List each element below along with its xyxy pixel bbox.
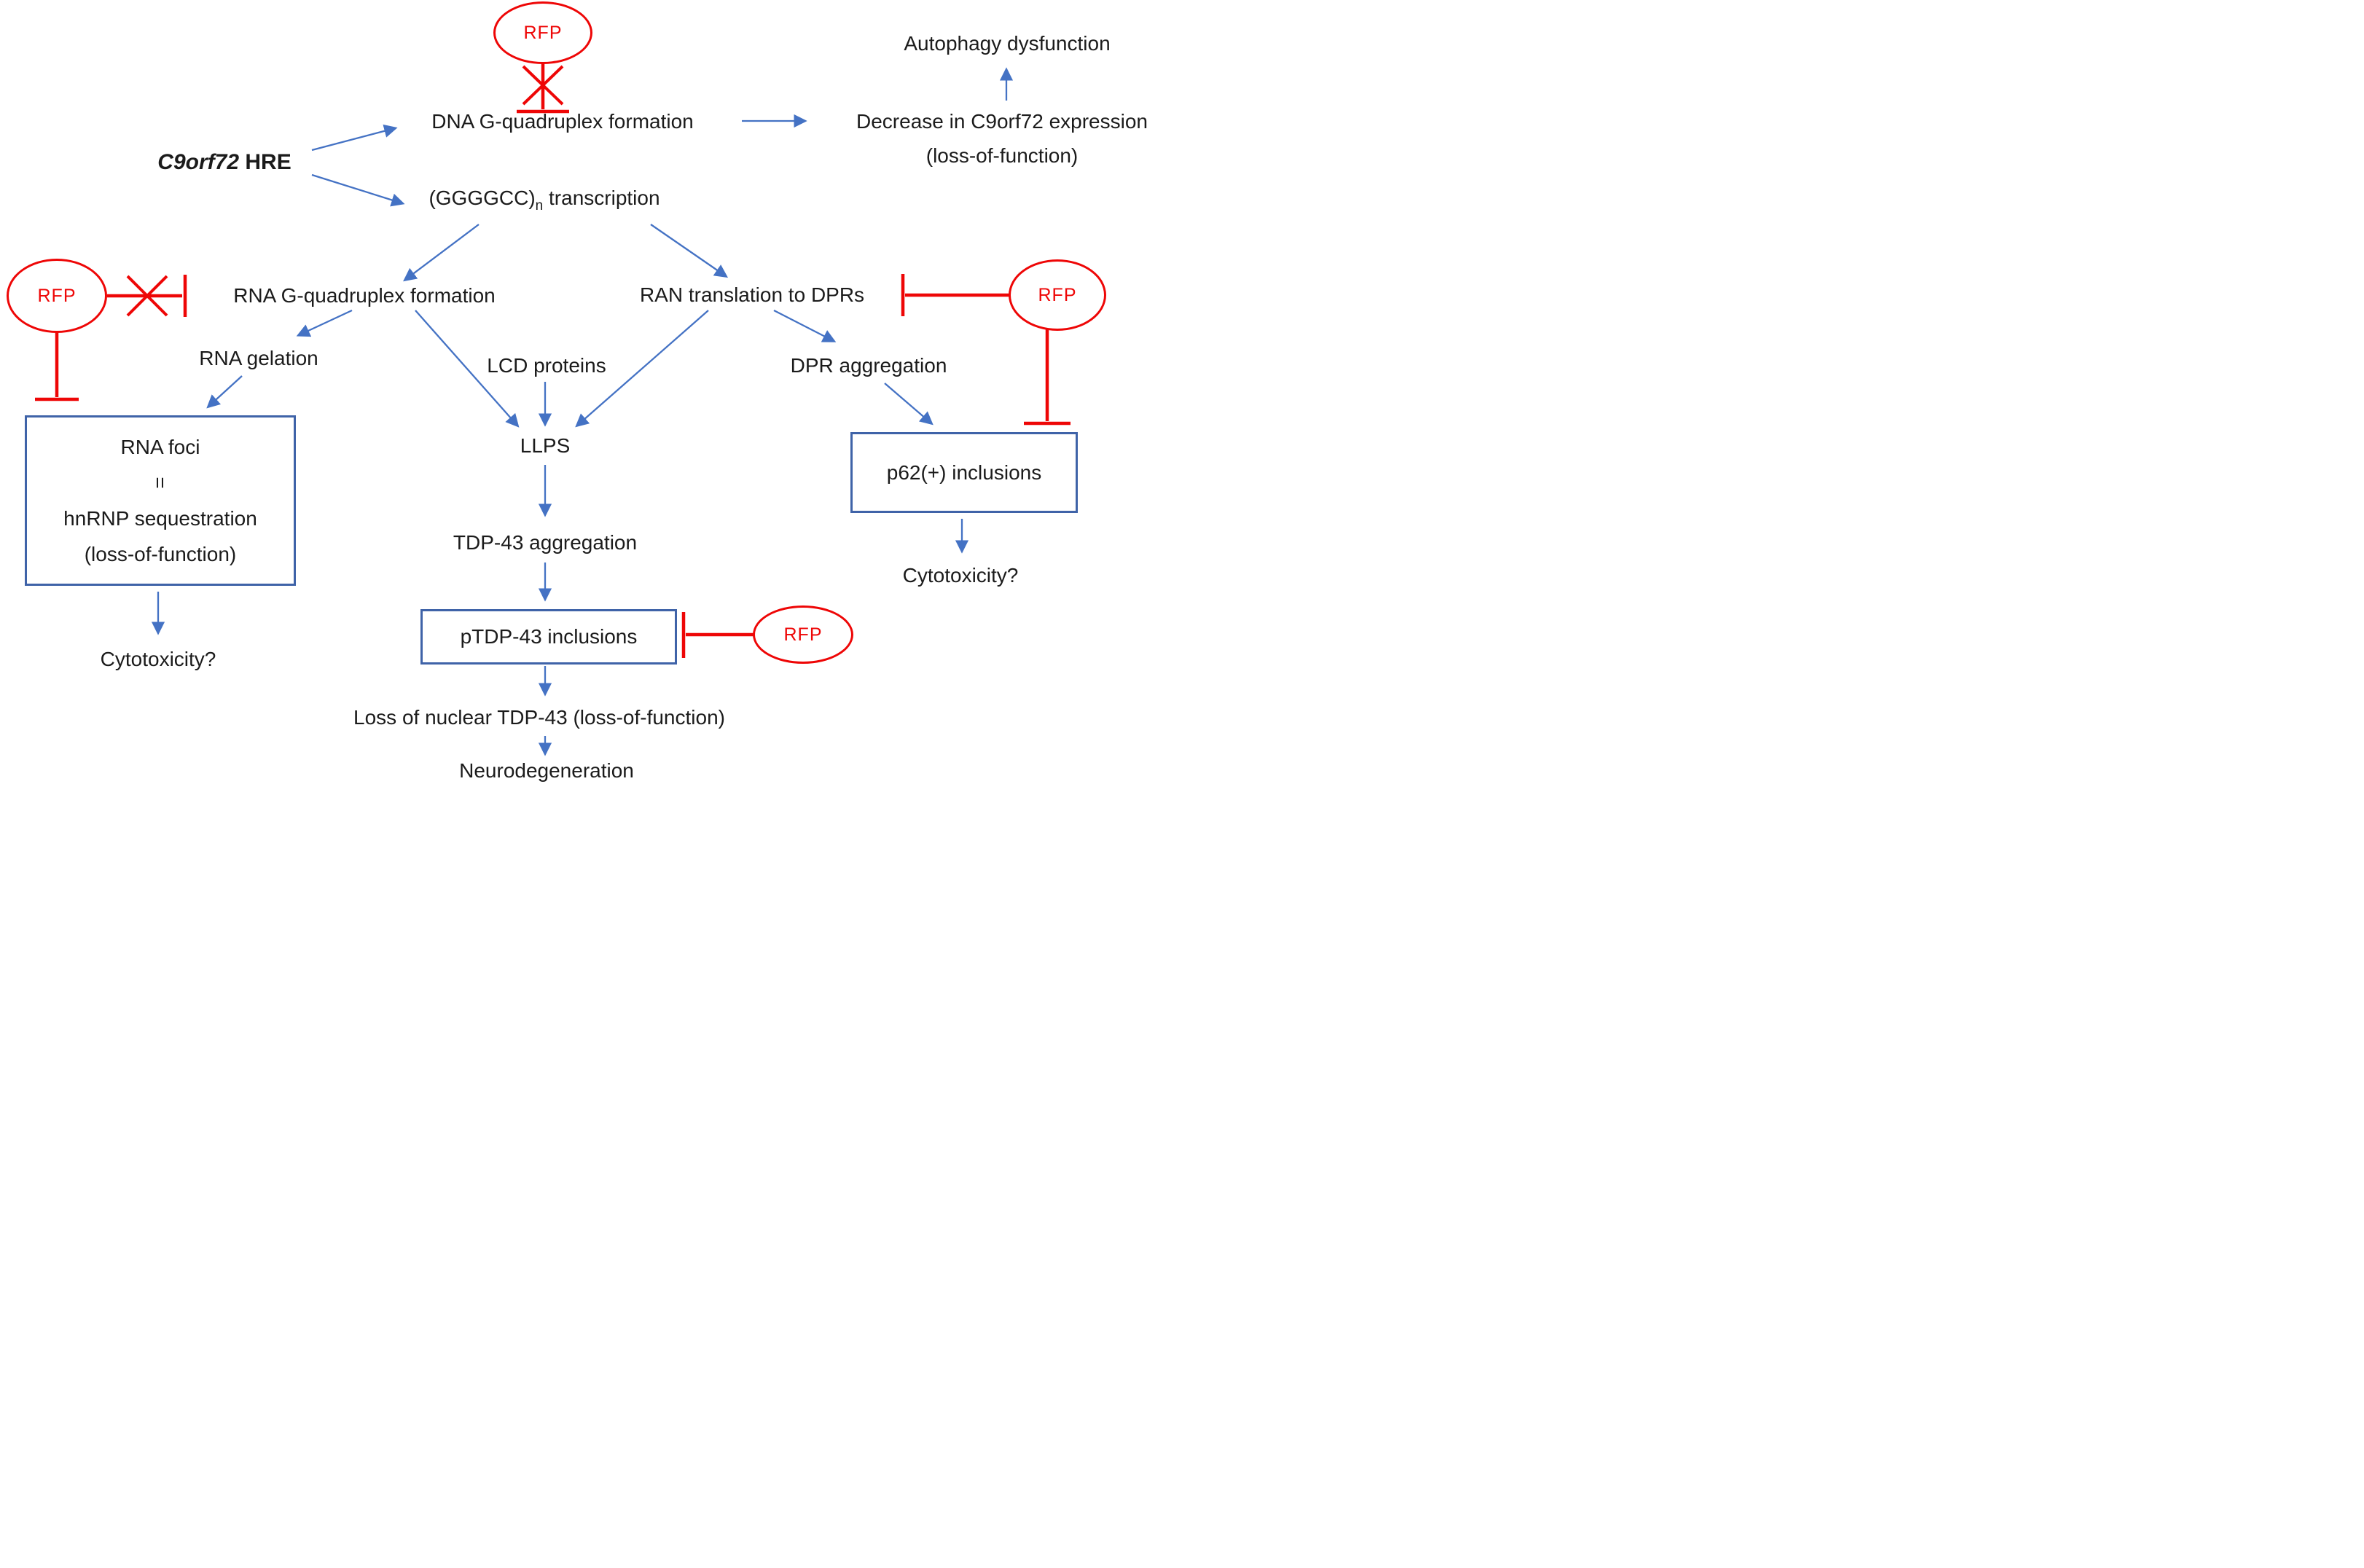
rfp-label: RFP (783, 624, 823, 645)
arrow-dpr-to-p62 (884, 383, 934, 426)
arrow-hre-to-dna-gquadruplex (311, 124, 398, 152)
rfp-ellipse-bottom: RFP (753, 605, 853, 664)
repeat-label: (GGGGCC) (428, 187, 536, 210)
arrow-transcription-to-rna-gquadruplex (403, 224, 480, 282)
node-c9orf72-hre: C9orf72 HRE (157, 150, 291, 176)
pathway-diagram: RFP RFP RFP RFP Autophagy dysfunction DN… (0, 0, 1182, 784)
node-dpr-aggregation: DPR aggregation (790, 353, 947, 377)
rfp-label: RFP (1038, 284, 1077, 305)
arrow-hre-to-transcription (311, 173, 405, 207)
rfp-label: RFP (37, 285, 77, 306)
node-lcd-proteins: LCD proteins (487, 353, 606, 377)
rfp-ellipse-right: RFP (1009, 259, 1106, 331)
node-decrease-expression: Decrease in C9orf72 expression (856, 109, 1148, 133)
hnrnp-sequestration-label: hnRNP sequestration (63, 507, 257, 530)
p62-inclusions-box: p62(+) inclusions (850, 432, 1078, 513)
arrow-ran-to-dpr-aggregation (773, 309, 837, 342)
inhibitor-rfp-left-to-rna-foci (35, 331, 79, 401)
rfp-ellipse-left: RFP (7, 259, 107, 333)
node-gggcc-transcription: (GGGGCC)n transcription (428, 187, 660, 214)
node-rna-gquadruplex: RNA G-quadruplex formation (233, 283, 496, 307)
node-tdp43-aggregation: TDP-43 aggregation (453, 530, 638, 554)
node-ran-translation: RAN translation to DPRs (639, 283, 865, 306)
node-cytotoxicity-right: Cytotoxicity? (902, 563, 1019, 587)
equals-symbol: = (149, 477, 172, 489)
arrow-transcription-to-ran (650, 224, 729, 278)
arrow-gelation-to-rna-foci (206, 375, 243, 409)
rfp-label: RFP (523, 22, 563, 43)
arrow-rna-gquadruplex-to-gelation (296, 309, 353, 337)
ptdp43-inclusions-box: pTDP-43 inclusions (420, 609, 677, 665)
rfp-ellipse-top: RFP (493, 1, 592, 64)
inhibitor-rfp-right-to-ran (901, 274, 1009, 316)
rna-foci-label: RNA foci (120, 436, 200, 458)
repeat-subscript: n (535, 198, 544, 214)
node-loss-nuclear-tdp43: Loss of nuclear TDP-43 (loss-of-function… (353, 705, 725, 729)
node-llps: LLPS (520, 434, 571, 457)
hnrnp-loss-of-function-label: (loss-of-function) (84, 543, 237, 565)
ptdp43-inclusions-label: pTDP-43 inclusions (460, 625, 638, 648)
inhibitor-rfp-left-crossed (107, 275, 187, 317)
hre-label: HRE (245, 149, 291, 174)
transcription-label: transcription (549, 187, 660, 210)
node-cytotoxicity-left: Cytotoxicity? (100, 647, 216, 670)
node-dna-gquadruplex: DNA G-quadruplex formation (431, 109, 694, 133)
node-neurodegeneration: Neurodegeneration (459, 758, 634, 782)
node-autophagy-dysfunction: Autophagy dysfunction (904, 31, 1111, 55)
inhibitor-rfp-top-crossed (517, 63, 569, 114)
node-decrease-loss-of-function: (loss-of-function) (925, 144, 1079, 167)
c9orf72-gene-label: C9orf72 (157, 149, 240, 174)
inhibitor-rfp-right-to-p62 (1024, 329, 1071, 426)
p62-inclusions-label: p62(+) inclusions (886, 460, 1042, 484)
node-rna-gelation: RNA gelation (199, 346, 318, 369)
inhibitor-rfp-bottom-to-ptdp43 (681, 612, 754, 658)
rna-foci-box: RNA foci = hnRNP sequestration (loss-of-… (25, 415, 296, 586)
